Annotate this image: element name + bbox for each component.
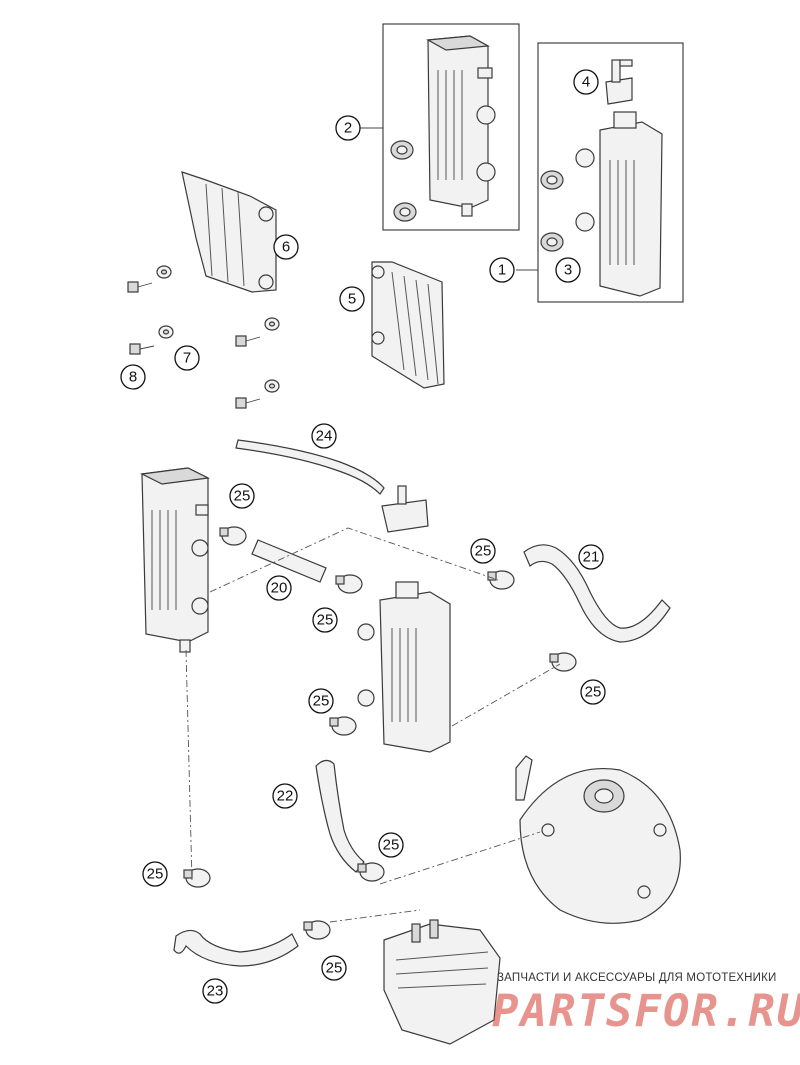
filler-cap	[381, 485, 429, 533]
watermark-logo: PARTSFOR.RU	[492, 986, 800, 1037]
callout-1: 1	[489, 257, 515, 283]
radiator-left-part-2	[426, 35, 496, 217]
radiator-right-part-1	[575, 111, 663, 297]
svg-text:3: 3	[564, 262, 572, 279]
svg-text:8: 8	[129, 369, 137, 386]
svg-text:6: 6	[282, 239, 290, 256]
hose-part-22	[315, 759, 365, 873]
washer-4	[264, 379, 280, 393]
callout-4: 4	[573, 69, 599, 95]
radiator-right-detail-frame	[537, 42, 684, 303]
callout-25b: 25	[312, 607, 338, 633]
bolt-1	[127, 281, 153, 293]
callout-8: 8	[120, 364, 146, 390]
callout-25e: 25	[308, 688, 334, 714]
callout-2: 2	[335, 115, 361, 141]
route-line-3	[185, 649, 193, 881]
rubber-grommet-part-3-upper	[540, 170, 564, 190]
hose-clamp-3	[487, 570, 515, 590]
callout-20: 20	[266, 575, 292, 601]
watermark-caption: ЗАПЧАСТИ И АКСЕССУАРЫ ДЛЯ МОТОТЕХНИКИ	[497, 972, 777, 984]
svg-text:25: 25	[147, 866, 164, 883]
radiator-left-detail-frame	[382, 23, 520, 231]
svg-text:25: 25	[313, 693, 330, 710]
radiator-grille-part-5	[371, 261, 445, 389]
callout-25c: 25	[470, 538, 496, 564]
callout-23: 23	[202, 978, 228, 1004]
callout-22: 22	[272, 783, 298, 809]
callout-7: 7	[174, 345, 200, 371]
route-line-4	[379, 831, 541, 885]
route-line-2	[451, 663, 561, 727]
svg-text:21: 21	[583, 549, 600, 566]
callout-25g: 25	[142, 861, 168, 887]
radiator-left-assembled	[139, 467, 211, 653]
hose-clamp-7	[183, 868, 211, 888]
hose-clamp-8	[303, 920, 331, 940]
hose-clamp-6	[357, 862, 385, 882]
callout-25f: 25	[378, 832, 404, 858]
svg-text:25: 25	[475, 543, 492, 560]
callout-21: 21	[578, 544, 604, 570]
svg-text:25: 25	[585, 684, 602, 701]
radiator-right-assembled	[357, 581, 451, 753]
svg-text:2: 2	[344, 120, 352, 137]
svg-text:25: 25	[317, 612, 334, 629]
rubber-grommet-lower	[393, 202, 417, 222]
svg-text:1: 1	[498, 262, 506, 279]
route-line-5	[329, 909, 421, 923]
svg-text:7: 7	[183, 350, 191, 367]
svg-text:4: 4	[582, 74, 590, 91]
washer-3	[264, 317, 280, 331]
water-pump-cover	[515, 755, 681, 924]
svg-text:23: 23	[207, 983, 224, 1000]
callout-6: 6	[273, 234, 299, 260]
svg-text:22: 22	[277, 788, 294, 805]
bolt-4	[235, 397, 261, 409]
svg-text:25: 25	[326, 960, 343, 977]
svg-text:20: 20	[271, 580, 288, 597]
cylinder-head	[383, 919, 501, 1045]
svg-text:24: 24	[316, 428, 333, 445]
callout-25a: 25	[229, 483, 255, 509]
washer-2	[158, 325, 174, 339]
hose-part-23	[173, 929, 299, 967]
hose-clamp-4	[549, 652, 577, 672]
callout-3: 3	[555, 257, 581, 283]
callout-24: 24	[311, 423, 337, 449]
overflow-hose-part-24	[235, 439, 385, 495]
radiator-guard-part-6	[181, 171, 277, 293]
hose-clamp-1	[219, 526, 247, 546]
washer-1	[156, 265, 172, 279]
hose-clamp-2	[335, 574, 363, 594]
rubber-grommet-upper	[390, 140, 414, 160]
bolt-3	[235, 335, 261, 347]
rubber-grommet-part-3-lower	[540, 232, 564, 252]
svg-text:25: 25	[234, 488, 251, 505]
hose-part-21	[523, 544, 671, 643]
hose-clamp-5	[329, 716, 357, 736]
route-line-1	[209, 527, 499, 593]
svg-text:5: 5	[348, 291, 356, 308]
callout-25h: 25	[321, 955, 347, 981]
hose-part-20	[251, 539, 327, 583]
callout-5: 5	[339, 286, 365, 312]
callout-25d: 25	[580, 679, 606, 705]
svg-text:25: 25	[383, 837, 400, 854]
radiator-cap-part-4	[605, 59, 633, 105]
bolt-2	[129, 343, 155, 355]
